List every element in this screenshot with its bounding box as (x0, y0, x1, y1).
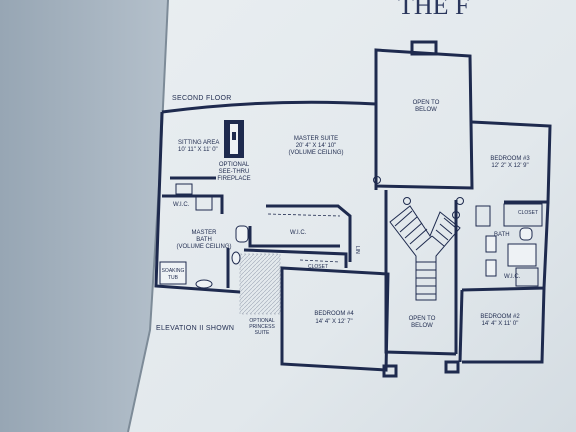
bedroom3-name: BEDROOM #3 (490, 156, 530, 162)
soaking-tub-fixture (159, 261, 187, 285)
page-fold (127, 0, 169, 432)
toilet-bath (519, 227, 533, 241)
wic-left-label: W.I.C. (173, 202, 190, 208)
fireplace-label-1: OPTIONAL (219, 162, 250, 168)
bedroom2-left-wall (458, 289, 464, 363)
bedroom2-dims: 14' 4" X 11' 0" (482, 321, 519, 327)
header-text: THE F (398, 0, 470, 20)
left-outer-wall (154, 111, 241, 294)
closet-center-label: CLOSET (308, 264, 328, 270)
closet-right-label: CLOSET (518, 210, 538, 216)
lin-label: LIN (354, 246, 360, 254)
master-bath-note: (VOLUME CEILING) (176, 244, 231, 250)
princess-suite-area (239, 253, 281, 315)
bedroom2-wall (462, 287, 546, 364)
section-title: SECOND FLOOR (172, 95, 232, 102)
fireplace-label-2: SEE-THRU (219, 169, 250, 175)
stair-left-wall (384, 190, 457, 356)
wic-center-label: W.I.C. (290, 230, 307, 236)
bath-tub-right (507, 243, 537, 267)
sitting-area-name: SITTING AREA (178, 140, 219, 146)
right-page (128, 0, 576, 432)
left-page (0, 0, 168, 432)
master-bath-name-2: BATH (196, 237, 212, 243)
master-suite-name: MASTER SUITE (294, 136, 338, 142)
bedroom3-wall (471, 120, 552, 204)
bath-label: BATH (494, 232, 510, 238)
chimney (410, 40, 438, 56)
toilet-master (235, 225, 249, 243)
master-suite-top-wall (161, 100, 377, 114)
staircase (389, 205, 461, 301)
bedroom4-wall (280, 266, 390, 372)
master-suite-dims: 20' 4" X 14' 10" (296, 143, 337, 149)
wic-center-wall (266, 204, 352, 262)
bedroom2-name: BEDROOM #2 (480, 314, 520, 320)
sitting-area-dims: 10' 11" X 11' 0" (178, 147, 218, 153)
soaking-tub-label-2: TUB (168, 275, 179, 281)
bedroom4-name: BEDROOM #4 (314, 311, 354, 317)
soaking-tub-label-1: SOAKING (162, 268, 185, 274)
princess-suite-3: SUITE (255, 330, 270, 336)
bedroom4-dims: 14' 4" X 12' 7" (315, 319, 352, 325)
room-labels: SITTING AREA 10' 11" X 11' 0" OPTIONAL S… (162, 100, 538, 336)
open-to-below-bottom-1: OPEN TO (409, 316, 436, 322)
fireplace-label-3: FIREPLACE (217, 176, 250, 182)
open-to-below-bottom-2: BELOW (411, 323, 433, 329)
fixtures (159, 183, 543, 289)
walls (154, 40, 552, 378)
master-suite-note: (VOLUME CEILING) (288, 150, 343, 156)
open-to-below-top-2: BELOW (415, 107, 437, 113)
bedroom3-dims: 12' 2" X 12' 9" (491, 163, 528, 169)
wic-right-label: W.I.C. (504, 274, 521, 280)
master-bath-name: MASTER (191, 230, 217, 236)
princess-suite-1: OPTIONAL (249, 318, 275, 324)
open-to-below-top-1: OPEN TO (413, 100, 440, 106)
elevation-note: ELEVATION II SHOWN (156, 325, 234, 332)
princess-suite-2: PRINCESS (249, 324, 275, 330)
